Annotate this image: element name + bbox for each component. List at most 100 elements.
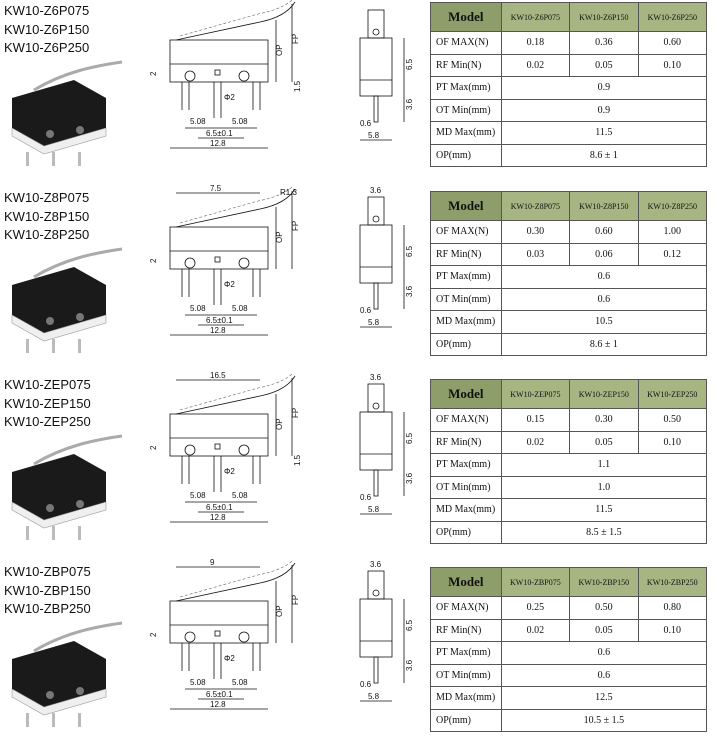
row-label: OP(mm)	[430, 332, 502, 356]
table-cell-merged: 8.5 ± 1.5	[500, 520, 708, 544]
span-dim: 6.5±0.1	[206, 503, 233, 512]
table-row: OP(mm)10.5 ± 1.5	[430, 708, 708, 732]
offset-dim: 2	[149, 71, 158, 76]
table-cell: 0.05	[569, 53, 639, 77]
height-dim: 3.6	[405, 659, 414, 671]
op-label: OP	[275, 418, 284, 430]
table-cell: 0.02	[500, 53, 571, 77]
table-cell-merged: 1.1	[500, 453, 708, 477]
table-cell: 0.12	[637, 242, 708, 266]
table-cell-merged: 0.6	[500, 265, 708, 289]
pitch-dim: 5.08	[190, 117, 206, 126]
row-label: OF MAX(N)	[430, 220, 502, 244]
row-label: PT Max(mm)	[430, 453, 502, 477]
row-label: RF Min(N)	[430, 53, 502, 77]
table-cell: 0.02	[500, 430, 571, 454]
top-width-dim: 3.6	[370, 186, 382, 195]
hole-dim: Φ2	[224, 654, 235, 663]
table-cell-merged: 0.9	[500, 76, 708, 100]
model-name: KW10-Z8P250	[4, 227, 90, 242]
model-column-header: KW10-Z8P075	[500, 191, 571, 221]
offset-dim: 2	[149, 632, 158, 637]
table-cell: 0.80	[637, 596, 708, 620]
thickness-dim: 0.6	[360, 306, 372, 315]
table-cell-merged: 10.5	[500, 310, 708, 334]
row-label: MD Max(mm)	[430, 686, 502, 710]
table-row: PT Max(mm)1.1	[430, 453, 708, 477]
span-dim: 6.5±0.1	[206, 690, 233, 699]
thickness-dim: 0.6	[360, 680, 372, 689]
pitch-dim: 5.08	[190, 304, 206, 313]
row-label: RF Min(N)	[430, 618, 502, 642]
table-cell: 0.30	[569, 408, 639, 432]
model-header: Model	[430, 191, 502, 221]
table-row: MD Max(mm)10.5	[430, 310, 708, 334]
fp-label: FP	[291, 221, 300, 231]
table-row: OP(mm)8.6 ± 1	[430, 143, 708, 167]
table-cell-merged: 0.9	[500, 98, 708, 122]
model-column-header: KW10-ZBP250	[637, 567, 708, 597]
table-row: OT Min(mm)1.0	[430, 475, 708, 499]
table-cell: 0.15	[500, 408, 571, 432]
row-label: PT Max(mm)	[430, 76, 502, 100]
row-label: PT Max(mm)	[430, 265, 502, 289]
height-dim: 6.5	[405, 432, 414, 444]
pitch-dim: 5.08	[232, 678, 248, 687]
top-width-dim: 3.6	[370, 373, 382, 382]
table-cell: 0.10	[637, 430, 708, 454]
hole-dim: Φ2	[224, 93, 235, 102]
span-dim: 6.5±0.1	[206, 316, 233, 325]
table-cell-merged: 0.6	[500, 287, 708, 311]
table-cell: 0.25	[500, 596, 571, 620]
table-cell: 1.00	[637, 220, 708, 244]
length-dim: 12.8	[210, 139, 226, 148]
model-column-header: KW10-ZBP075	[500, 567, 571, 597]
table-row: OT Min(mm)0.9	[430, 98, 708, 122]
row-label: MD Max(mm)	[430, 121, 502, 145]
model-name: KW10-Z6P250	[4, 40, 90, 55]
row-label: OP(mm)	[430, 708, 502, 732]
row-label: PT Max(mm)	[430, 641, 502, 665]
table-cell: 0.60	[637, 31, 708, 55]
table-cell: 0.50	[569, 596, 639, 620]
width-dim: 5.8	[368, 505, 380, 514]
table-cell: 0.05	[569, 618, 639, 642]
pitch-dim: 5.08	[232, 491, 248, 500]
row-label: OT Min(mm)	[430, 663, 502, 687]
fp-label: FP	[291, 595, 300, 605]
row-label: OT Min(mm)	[430, 287, 502, 311]
table-cell: 0.10	[637, 53, 708, 77]
model-name: KW10-ZBP150	[4, 582, 91, 598]
hole-dim: Φ2	[224, 467, 235, 476]
height-dim: 3.6	[405, 98, 414, 110]
model-name: KW10-Z8P075	[4, 190, 90, 205]
model-column-header: KW10-Z6P250	[637, 2, 708, 32]
model-name: KW10-Z6P075	[4, 3, 90, 18]
thickness-dim: 0.6	[360, 493, 372, 502]
op-label: OP	[275, 605, 284, 617]
height-dim: 3.6	[405, 285, 414, 297]
table-cell: 0.50	[637, 408, 708, 432]
fp-label: FP	[291, 34, 300, 44]
model-header: Model	[430, 2, 502, 32]
top-length-dim: 16.5	[210, 371, 226, 380]
